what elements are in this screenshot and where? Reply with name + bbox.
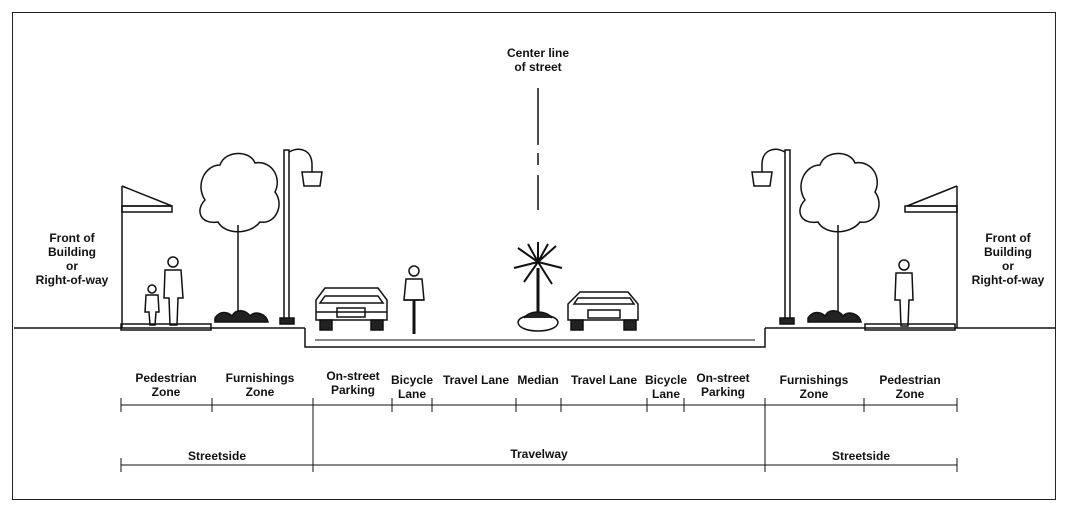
zone-label-line2: Zone — [799, 387, 829, 401]
zone-label-line1: On-street — [326, 369, 380, 383]
building-label-right-4: Right-of-way — [971, 273, 1045, 287]
building-label-left: Front of Building or Right-of-way — [26, 231, 118, 287]
zone-label-furnishings-left: Furnishings Zone — [212, 371, 308, 399]
group-label-travelway: Travelway — [510, 447, 568, 461]
building-label-right-3: or — [1002, 259, 1014, 273]
building-awning-left — [121, 205, 173, 213]
building-label-left-1: Front of — [49, 231, 95, 245]
pedestrian-right — [894, 259, 914, 327]
palm-tree-median — [513, 242, 563, 332]
zone-label-parking-left: On-street Parking — [314, 369, 392, 397]
bicyclist — [403, 265, 425, 334]
building-label-right-1: Front of — [985, 231, 1031, 245]
center-line-label-2: of street — [514, 60, 562, 74]
lamp-post-left — [279, 148, 323, 325]
zone-label-line1: Median — [517, 373, 559, 387]
building-roof-right — [906, 185, 958, 207]
building-label-right-2: Building — [984, 245, 1032, 259]
group-label-streetside-left: Streetside — [187, 449, 247, 463]
car-left — [315, 287, 388, 331]
zone-label-pedestrian-right: Pedestrian Zone — [864, 373, 956, 401]
building-label-left-2: Building — [48, 245, 96, 259]
zone-label-line1: Travel Lane — [442, 373, 510, 387]
zone-label-line2: Lane — [651, 387, 680, 401]
zone-label-pedestrian-left: Pedestrian Zone — [120, 371, 212, 399]
building-label-right: Front of Building or Right-of-way — [962, 231, 1054, 287]
zone-label-line1: Furnishings — [225, 371, 295, 385]
zone-label-line2: Parking — [330, 383, 375, 397]
lamp-post-right — [751, 148, 795, 325]
building-awning-right — [904, 205, 958, 213]
pedestrian-adult-left — [163, 256, 184, 326]
zone-label-bicycle-left: Bicycle Lane — [390, 373, 434, 401]
zone-label-line2: Parking — [700, 385, 745, 399]
pedestrian-child-left — [144, 284, 160, 326]
car-right — [567, 291, 639, 331]
zone-label-line1: Bicycle — [390, 373, 434, 387]
zone-label-line1: Pedestrian — [135, 371, 197, 385]
zone-label-median: Median — [516, 373, 560, 387]
center-line-label: Center line of street — [498, 46, 578, 74]
zone-label-line2: Lane — [397, 387, 426, 401]
zone-label-line1: Furnishings — [779, 373, 849, 387]
building-label-left-3: or — [66, 259, 78, 273]
zone-label-line1: Travel Lane — [570, 373, 638, 387]
zone-label-parking-right: On-street Parking — [684, 371, 762, 399]
dimension-ticks — [120, 398, 958, 472]
zone-label-line2: Zone — [895, 387, 925, 401]
building-label-left-4: Right-of-way — [35, 273, 109, 287]
group-label-streetside-right: Streetside — [831, 449, 891, 463]
zone-label-line1: Bicycle — [644, 373, 688, 387]
tree-left — [199, 152, 280, 323]
zone-label-bicycle-right: Bicycle Lane — [644, 373, 688, 401]
center-line-label-1: Center line — [506, 46, 569, 60]
roadway-surface — [304, 328, 766, 348]
zone-label-line1: On-street — [696, 371, 750, 385]
zone-label-line2: Zone — [151, 385, 181, 399]
tree-right — [799, 152, 880, 323]
building-roof-left — [121, 185, 173, 207]
zone-label-line2: Zone — [245, 385, 275, 399]
sidewalk-right — [864, 323, 956, 331]
zone-label-travel-right: Travel Lane — [561, 373, 647, 387]
zone-label-travel-left: Travel Lane — [434, 373, 518, 387]
diagram-frame — [12, 12, 1056, 500]
sidewalk-left — [120, 323, 212, 331]
zone-label-line1: Pedestrian — [879, 373, 941, 387]
zone-label-furnishings-right: Furnishings Zone — [766, 373, 862, 401]
